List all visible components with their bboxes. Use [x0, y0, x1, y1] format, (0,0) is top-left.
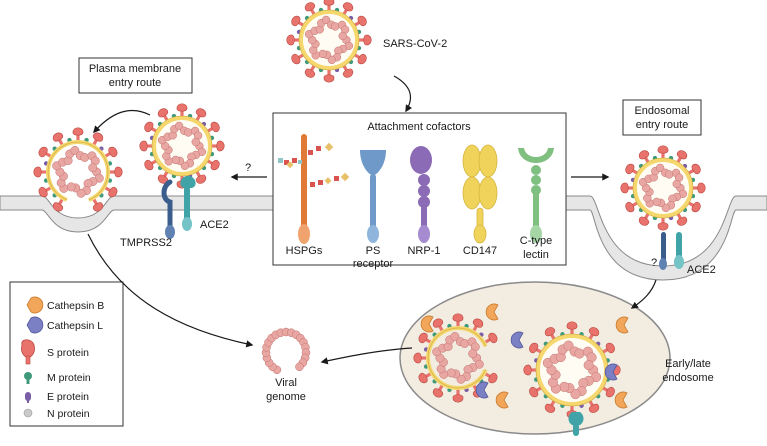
- cathepsin-l-icon: [475, 381, 489, 399]
- arrow-plasma-to-genome: [87, 233, 254, 348]
- ace2-endosome-icon: [568, 412, 584, 436]
- tmprss2-icon: [161, 179, 175, 239]
- question-mark-endosomal: ?: [651, 257, 657, 269]
- virus-fusing-plasma: [33, 127, 123, 212]
- cathepsin-b-icon: [420, 315, 434, 333]
- virus-name-label: SARS-CoV-2: [383, 38, 447, 50]
- ps-receptor-icon: [360, 150, 386, 243]
- legend-icons: [21, 296, 44, 418]
- endosome-label-1: Early/late: [665, 358, 711, 370]
- endosomal-route-label-2: entry route: [636, 119, 689, 131]
- endosome: [399, 281, 671, 435]
- arrow-endosomal-to-endosome: [630, 279, 657, 309]
- plasma-route-label-2: entry route: [109, 77, 162, 89]
- cathepsin-l-icon: [510, 331, 524, 349]
- arrow-endosome-to-genome: [320, 347, 413, 365]
- legend-cathepsin-b: Cathepsin B: [47, 300, 104, 312]
- n-protein-icon: [23, 408, 33, 418]
- cathepsin-l-icon: [604, 363, 618, 381]
- cathepsin-b-icon: [615, 316, 629, 334]
- virus-top: [286, 0, 372, 83]
- ace2-plasma-label: ACE2: [200, 219, 229, 231]
- legend-e-protein: E protein: [47, 391, 89, 403]
- nrp1-icon: [410, 146, 432, 243]
- plasma-route-label-1: Plasma membrane: [89, 63, 181, 75]
- cd147-icon: [462, 144, 498, 244]
- cofactor-hspg-label: HSPGs: [286, 245, 323, 257]
- cathepsins: [420, 303, 629, 409]
- cathepsin-b-icon: [485, 303, 499, 321]
- m-protein-icon: [24, 372, 32, 384]
- arrow-virus-to-box: [393, 75, 413, 113]
- cofactor-ps-label-1: PS: [366, 245, 381, 257]
- cofactor-ps-label-2: receptor: [353, 258, 394, 270]
- virus-endosomal-bound: [620, 145, 706, 231]
- cathepsin-b-icon: [26, 296, 44, 314]
- s-protein-icon: [21, 339, 35, 365]
- hspg-icon: [278, 134, 350, 244]
- endosomal-route-box: [622, 99, 702, 136]
- ace2-endosomal-label: ACE2: [687, 264, 716, 276]
- cofactor-nrp1-label: NRP-1: [407, 245, 440, 257]
- viral-genome-label-1: Viral: [275, 377, 297, 389]
- e-protein-icon: [25, 392, 31, 403]
- attachment-title: Attachment cofactors: [367, 121, 471, 133]
- question-mark-plasma: ?: [245, 162, 251, 174]
- plasma-route-box: [78, 57, 193, 94]
- ace2-endosomal-icon: [659, 232, 684, 270]
- arrows: [87, 75, 657, 365]
- tmprss2-label: TMPRSS2: [120, 237, 172, 249]
- cofactor-lectin-label-2: lectin: [523, 249, 549, 261]
- ace2-plasma-icon: [180, 176, 196, 231]
- legend-s-protein: S protein: [47, 347, 89, 359]
- cofactor-glyphs: [278, 134, 554, 244]
- cathepsin-l-icon: [26, 316, 44, 334]
- cathepsin-b-icon: [495, 391, 509, 409]
- virus-fusing-endosome: [413, 313, 498, 403]
- viral-genome-label-2: genome: [266, 391, 306, 403]
- legend-n-protein: N protein: [47, 408, 90, 420]
- virus-particles: [33, 0, 706, 419]
- plasma-membrane: [0, 195, 767, 281]
- endosomal-route-label-1: Endosomal: [634, 105, 689, 117]
- cathepsin-b-icon: [614, 391, 628, 409]
- cofactor-cd147-label: CD147: [463, 245, 497, 257]
- legend-cathepsin-l: Cathepsin L: [47, 320, 103, 332]
- virus-plasma-bound: [139, 103, 225, 189]
- endosome-label-2: endosome: [662, 372, 713, 384]
- legend-m-protein: M protein: [47, 372, 91, 384]
- cofactor-lectin-label-1: C-type: [520, 235, 552, 247]
- viral-genome: [261, 327, 311, 375]
- lectin-icon: [518, 148, 554, 243]
- arrow-fusion-plasma: [93, 109, 151, 134]
